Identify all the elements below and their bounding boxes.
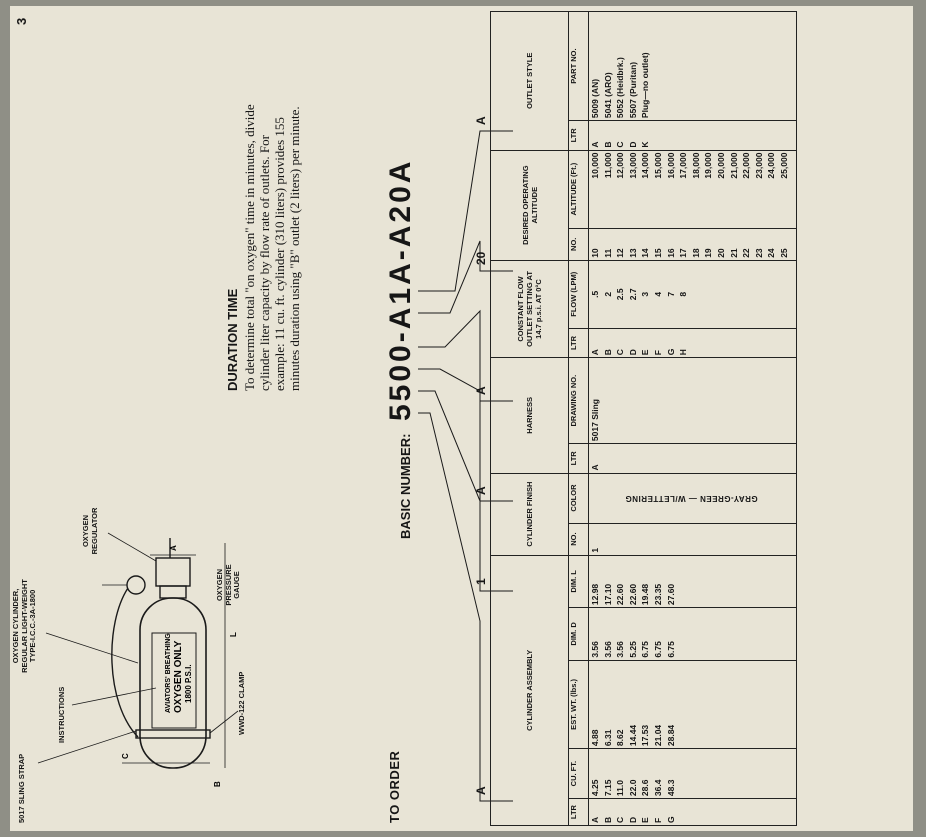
cylinder-label-panel <box>151 632 197 729</box>
dim-a-label: A <box>169 545 178 551</box>
sling-strap-label: 5017 SLING STRAP <box>17 753 26 823</box>
cylinder-finish-header: CYLINDER FINISH <box>490 473 569 556</box>
cylinder-cuft-cell: 4.25 7.15 11.0 22.0 28.6 36.4 48.3 <box>588 748 797 799</box>
col-drawing-no: DRAWING NO. <box>568 357 589 444</box>
sling-strap <box>111 587 139 738</box>
selected-altitude-code: 20 <box>474 251 488 265</box>
dim-b-label: B <box>213 781 222 787</box>
col-finish-no: NO. <box>568 523 589 556</box>
flow-lpm-cell: .5 2 2.5 2.7 3 4 7 8 <box>588 260 797 329</box>
col-altitude-ft: ALTITUDE (Ft.) <box>568 150 589 229</box>
cylinder-weight-cell: 4.88 6.31 8.62 14.44 17.53 21.04 28.84 <box>588 660 797 749</box>
col-dim-l: DIM. L <box>568 555 589 608</box>
clamp-label: WWD-122 CLAMP <box>237 671 246 735</box>
col-ltr: LTR <box>568 798 589 826</box>
to-order-heading: TO ORDER <box>387 750 402 823</box>
duration-title: DURATION TIME <box>225 288 240 391</box>
dim-l-label: L <box>229 632 238 637</box>
altitude-no-cell: 10 11 12 13 14 15 16 17 18 19 20 21 22 2… <box>588 228 797 261</box>
altitude-ft-cell: 10,000 11,000 12,000 13,000 14,000 15,00… <box>588 150 797 229</box>
outlet-header: OUTLET STYLE <box>490 11 569 151</box>
flow-header: CONSTANT FLOW OUTLET SETTING AT 14.7 p.s… <box>490 260 569 358</box>
gauge-label: OXYGEN PRESSURE GAUGE <box>215 564 241 606</box>
flow-ltr-cell: A B C D E F G H <box>588 328 797 358</box>
selected-harness-code: A <box>474 486 488 495</box>
col-outlet-ltr: LTR <box>568 120 589 151</box>
cylinder-neck <box>159 585 187 599</box>
rotated-content: 3 AVIATORS' BREATHING <box>10 6 913 831</box>
cylinder-dim-l-cell: 12.98 17.10 22.60 22.60 19.48 23.35 27.6… <box>588 555 797 608</box>
page-number: 3 <box>14 17 29 25</box>
cylinder-text-3: 1800 P.S.I. <box>184 664 193 703</box>
outlet-ltr-cell: A B C D K <box>588 120 797 151</box>
cylinder-dim-d-cell: 3.56 3.56 3.56 5.25 6.75 6.75 6.75 <box>588 607 797 661</box>
pressure-gauge <box>126 575 146 595</box>
altitude-header: DESIRED OPERATING ALTITUDE <box>490 150 569 261</box>
finish-color-text: GRAY-GREEN — W/LETTERING <box>625 493 758 503</box>
regulator-body <box>155 557 191 587</box>
harness-drawing-cell: 5017 Sling <box>588 357 797 444</box>
harness-ltr-cell: A <box>588 443 797 474</box>
selected-finish-code: 1 <box>474 578 488 585</box>
col-color: COLOR <box>568 473 589 524</box>
clamp-band <box>135 729 211 739</box>
ordering-table: CYLINDER ASSEMBLY CYLINDER FINISH HARNES… <box>490 11 797 826</box>
selected-flow-code: A <box>474 386 488 395</box>
col-est-wt: EST. WT. (lbs.) <box>568 660 589 749</box>
cylinder-assembly-header: CYLINDER ASSEMBLY <box>490 555 569 826</box>
cylinder-type-label: OXYGEN CYLINDER, REGULAR LIGHT-WEIGHT TY… <box>11 579 37 673</box>
cylinder-text-1: AVIATORS' BREATHING <box>165 633 172 713</box>
col-dim-d: DIM. D <box>568 607 589 661</box>
regulator-label: OXYGEN REGULATOR <box>81 507 99 555</box>
instructions-label: INSTRUCTIONS <box>57 686 66 743</box>
cylinder-ltr-cell: A B C D E F G <box>588 798 797 826</box>
dim-c-label: C <box>121 753 130 759</box>
finish-color-cell: GRAY-GREEN — W/LETTERING <box>588 473 797 524</box>
col-flow-ltr: LTR <box>568 328 589 358</box>
oxygen-cylinder-diagram: AVIATORS' BREATHING OXYGEN ONLY 1800 P.S… <box>37 532 239 787</box>
col-altitude-no: NO. <box>568 228 589 261</box>
col-flow-lpm: FLOW (LPM) <box>568 260 589 329</box>
cylinder-text-2: OXYGEN ONLY <box>173 640 184 713</box>
selected-outlet-code: A <box>474 116 488 125</box>
outlet-part-cell: 5009 (AN) 5041 (ARO) 5052 (Heidbrk.) 550… <box>588 11 797 121</box>
finish-no-cell: 1 <box>588 523 797 556</box>
harness-header: HARNESS <box>490 357 569 474</box>
catalog-page: 3 AVIATORS' BREATHING <box>10 6 913 831</box>
col-cu-ft: CU. FT. <box>568 748 589 799</box>
col-part-no: PART NO. <box>568 11 589 121</box>
code-bracket-lines <box>418 130 513 802</box>
col-harness-ltr: LTR <box>568 443 589 474</box>
duration-text: To determine total "on oxygen" time in m… <box>242 104 302 391</box>
selected-cylinder-code: A <box>474 786 488 795</box>
